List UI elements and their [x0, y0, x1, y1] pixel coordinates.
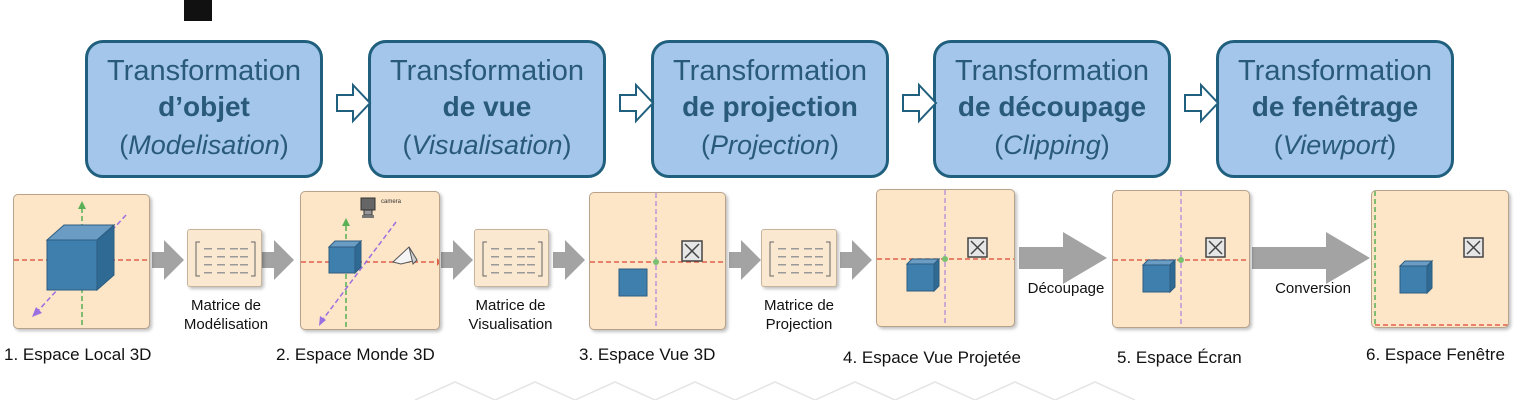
view-matrix-label: Matrice de Visualisation [458, 296, 563, 334]
window-space-panel [1371, 190, 1509, 328]
boxed-x-icon [967, 237, 988, 258]
stage-clipping-transform: Transformation de découpage (Clipping) [933, 40, 1171, 178]
stage-viewport-transform: Transformation de fenêtrage (Viewport) [1216, 40, 1454, 178]
boxed-x-icon [1463, 237, 1484, 258]
camera-icon [360, 197, 376, 218]
stage-english-name: (Projection) [700, 130, 840, 160]
space-label-screen: 5. Espace Écran [1117, 348, 1242, 367]
world-space-panel: camera [300, 191, 440, 330]
local-space-panel [13, 194, 150, 329]
space-label-local: 1. Espace Local 3D [4, 345, 152, 364]
matrix-label-line2: Modélisation [183, 316, 269, 333]
flow-arrow-icon [1252, 232, 1370, 284]
stage-title: Transformation [955, 55, 1149, 87]
projection-matrix-label: Matrice de Projection [749, 296, 849, 334]
flow-arrow-icon [262, 240, 294, 280]
flow-arrow-icon [441, 240, 473, 280]
stage-title: Transformation [1238, 55, 1432, 87]
view-matrix-icon [474, 229, 549, 287]
boxed-x-icon [681, 240, 703, 262]
stage-subtitle: de vue [442, 91, 532, 122]
flow-arrow-icon [553, 240, 585, 280]
hollow-arrow-icon [336, 82, 372, 124]
matrix-label-line1: Matrice de [475, 297, 546, 314]
stage-subtitle: de découpage [957, 91, 1147, 122]
hollow-arrow-icon [902, 82, 938, 124]
stage-subtitle: de fenêtrage [1251, 91, 1419, 122]
camera-label: camera [381, 199, 402, 205]
matrix-label-line1: Matrice de [190, 297, 262, 314]
stage-english-name: (Clipping) [994, 130, 1110, 160]
stage-title: Transformation [390, 55, 584, 87]
stage-english-name: (Modelisation) [119, 130, 289, 160]
stage-subtitle: de projection [682, 91, 858, 122]
matrix-label-line2: Projection [765, 316, 833, 333]
space-label-view: 3. Espace Vue 3D [579, 345, 716, 364]
space-label-world: 2. Espace Monde 3D [276, 345, 435, 364]
space-label-projected: 4. Espace Vue Projetée [843, 348, 1021, 367]
clipping-operation-label: Découpage [1027, 280, 1105, 297]
header-bar-fragment [184, 0, 212, 21]
flow-arrow-icon [729, 240, 761, 280]
matrix-label-line2: Visualisation [468, 316, 553, 333]
stage-english-name: (Viewport) [1273, 130, 1397, 160]
matrix-label-line1: Matrice de [763, 297, 835, 314]
stage-subtitle: d’objet [158, 91, 250, 122]
projected-view-space-panel [876, 189, 1015, 327]
projection-matrix-icon [761, 229, 837, 287]
hollow-arrow-icon [619, 82, 655, 124]
model-matrix-icon [187, 229, 262, 287]
boxed-x-icon [1205, 237, 1226, 258]
conversion-operation-label: Conversion [1275, 280, 1351, 297]
stage-view-transform: Transformation de vue (Visualisation) [368, 40, 606, 178]
flow-arrow-icon [840, 240, 872, 280]
stage-title: Transformation [107, 55, 301, 87]
stage-projection-transform: Transformation de projection (Projection… [651, 40, 889, 178]
view-space-panel [589, 192, 726, 330]
stage-object-transform: Transformation d’objet (Modelisation) [85, 40, 323, 178]
hollow-arrow-icon [1184, 82, 1220, 124]
flow-arrow-icon [1019, 232, 1107, 284]
stage-title: Transformation [673, 55, 867, 87]
screen-space-panel [1112, 190, 1250, 328]
space-label-window: 6. Espace Fenêtre [1366, 345, 1505, 364]
stage-english-name: (Visualisation) [402, 130, 572, 160]
flow-arrow-icon [152, 240, 184, 280]
model-matrix-label: Matrice de Modélisation [176, 296, 276, 334]
